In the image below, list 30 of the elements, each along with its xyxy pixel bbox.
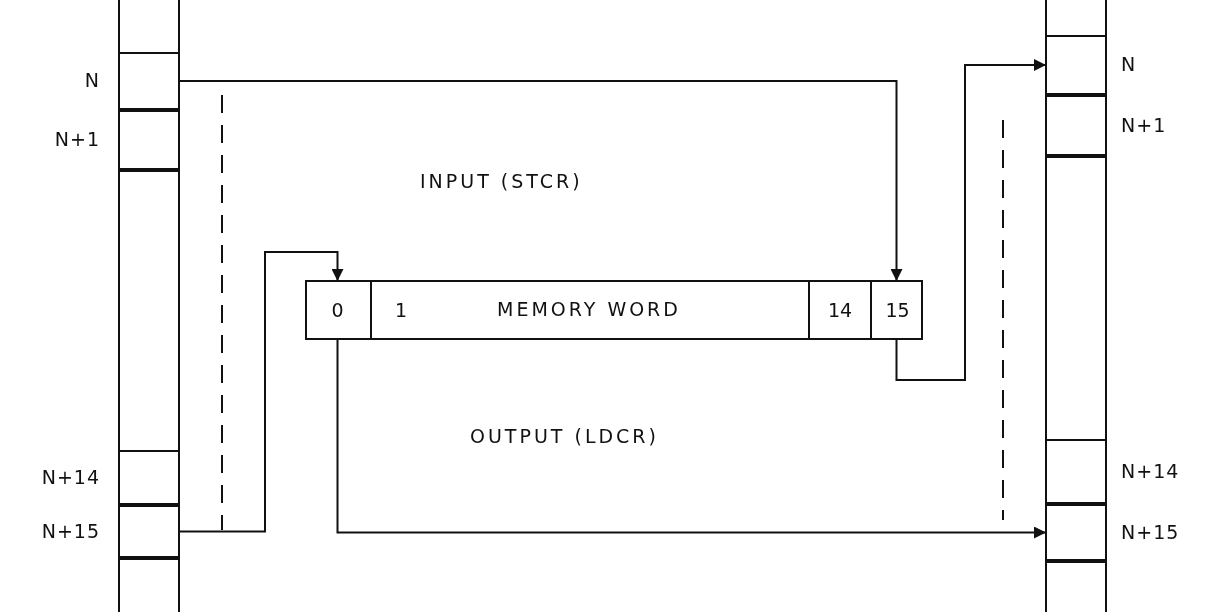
arrow <box>336 339 1046 539</box>
register-cell <box>118 52 180 110</box>
address-label: N <box>1121 53 1137 75</box>
address-label: N+15 <box>41 519 100 542</box>
register-cell <box>1045 504 1107 561</box>
arrow <box>895 59 1046 381</box>
address-label: N+1 <box>1121 113 1167 136</box>
memory-word-register <box>305 280 923 340</box>
bit-cell: 15 <box>870 280 923 340</box>
arrow <box>179 251 344 533</box>
register-cell <box>1045 95 1107 156</box>
register-cell <box>1045 35 1107 95</box>
register-cell <box>118 505 180 558</box>
bit-cell: 1 <box>370 280 430 340</box>
register-cell <box>1045 439 1107 504</box>
register-cell <box>118 450 180 505</box>
arrow <box>179 80 903 281</box>
address-label: N <box>84 69 100 91</box>
register-column <box>1045 0 1107 612</box>
transfer-label: INPUT (STCR) <box>420 170 583 192</box>
address-label: N+14 <box>41 465 100 488</box>
bit-cell: 14 <box>808 280 870 340</box>
address-label: N+1 <box>54 128 100 150</box>
address-label: N+15 <box>1121 520 1180 543</box>
register-cell <box>118 110 180 170</box>
transfer-label: OUTPUT (LDCR) <box>470 425 659 447</box>
register-column <box>118 0 180 612</box>
bit-cell: 0 <box>305 280 370 340</box>
register-label: MEMORY WORD <box>497 298 681 320</box>
address-label: N+14 <box>1121 459 1180 482</box>
